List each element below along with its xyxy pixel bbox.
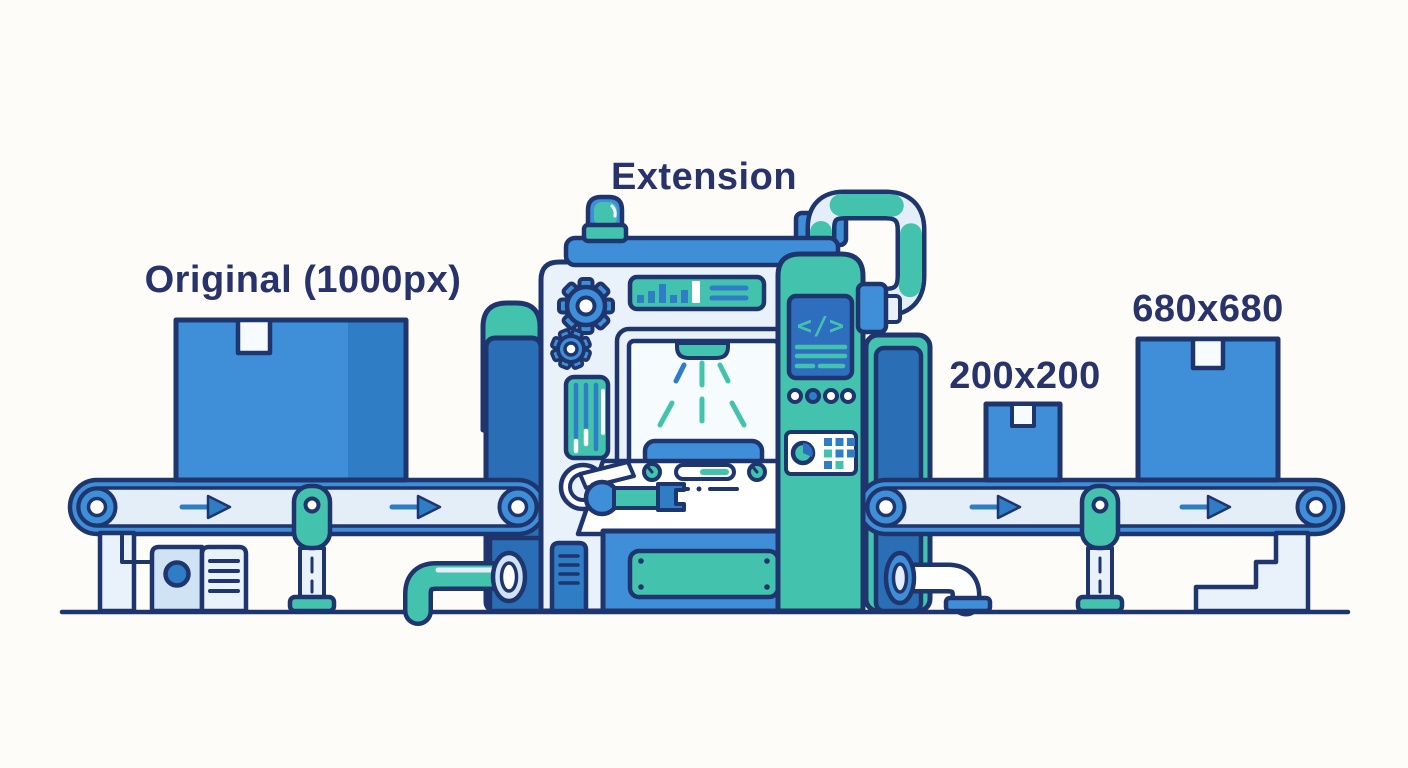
scan-chamber (614, 326, 794, 481)
scan-rays (657, 360, 747, 428)
output-box-small (983, 401, 1063, 483)
extension-machine: </> (538, 189, 927, 614)
pipe-connector (855, 281, 889, 335)
box-tape-notch (1010, 402, 1036, 428)
belt-leg-left (97, 530, 137, 614)
machine-base (600, 528, 804, 614)
belt-leg-right (1193, 530, 1311, 614)
beacon-light-icon (581, 194, 629, 244)
top-pipe (805, 189, 927, 318)
belt-support-right (1075, 483, 1125, 614)
gear-icon (557, 277, 615, 335)
roller-icon (865, 486, 907, 528)
label-original: Original (1000px) (145, 259, 462, 301)
label-extension: Extension (611, 156, 797, 198)
belt-support-left (287, 483, 337, 614)
status-display (627, 274, 767, 312)
name-plate (627, 548, 781, 600)
keypad-grid-icon (824, 438, 855, 469)
exhaust-pipe (883, 550, 993, 617)
slider-control (674, 463, 736, 481)
level-gauge-panel (563, 374, 611, 461)
arrow-right-icon (969, 494, 1022, 520)
conduit-line (120, 534, 154, 564)
original-box (173, 317, 409, 483)
roller-icon (497, 486, 539, 528)
arrow-right-icon (389, 494, 442, 520)
knob-icon (642, 462, 662, 482)
indicator-lights (787, 388, 856, 404)
control-column: </> (775, 251, 902, 614)
arrow-right-icon (1179, 494, 1232, 520)
box-tape-notch (235, 317, 273, 356)
vent-cabinet (549, 540, 589, 614)
gripper-icon (656, 482, 686, 512)
knob-icon (747, 462, 767, 482)
roller-icon (1295, 486, 1337, 528)
control-cabinet (149, 544, 249, 614)
keypad-panel (784, 430, 858, 476)
pie-chart-icon (790, 440, 816, 466)
scan-lamp-icon (675, 341, 730, 360)
intake-pipe (403, 535, 544, 626)
box-tape-notch (1190, 336, 1226, 371)
work-desk (558, 458, 811, 537)
output-box-large (1135, 336, 1281, 483)
code-screen: </> (786, 293, 855, 381)
label-200x200: 200x200 (949, 355, 1100, 397)
roller-icon (76, 486, 118, 528)
code-glyph: </> (797, 311, 845, 340)
arrow-right-icon (179, 494, 232, 520)
gear-icon (550, 328, 592, 370)
label-680x680: 680x680 (1132, 288, 1283, 330)
robot-arm (558, 460, 686, 517)
